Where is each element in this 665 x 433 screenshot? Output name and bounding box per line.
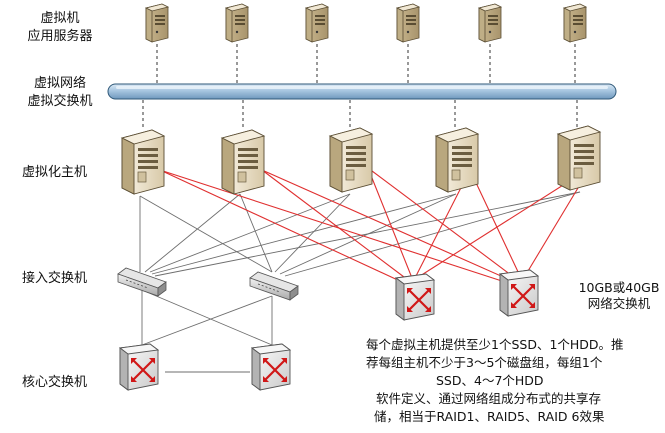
server-tower-icon	[221, 129, 265, 195]
network-switch-icon	[394, 272, 436, 322]
vm-label-line2: 应用服务器	[27, 29, 93, 44]
vm-servers	[145, 3, 587, 43]
core-router-icon	[250, 342, 292, 392]
server-tower-icon	[557, 125, 601, 191]
network-switch-label-line1: 10GB或40GB	[578, 280, 660, 295]
virtualization-hosts	[121, 125, 601, 195]
network-switch-label-line2: 网络交换机	[587, 296, 651, 311]
network-switch-label: 10GB或40GB 网络交换机	[574, 280, 664, 312]
server-tower-icon	[563, 3, 587, 43]
virtual-switch-bar	[107, 83, 617, 100]
core-router-icon	[118, 342, 160, 392]
network-switch-icon	[498, 268, 540, 318]
access-switch-label: 接入交换机	[22, 271, 88, 286]
core-switch-label: 核心交换机	[22, 375, 88, 390]
storage-note-line5: 储，相当于RAID1、RAID5、RAID 6效果	[374, 409, 605, 424]
server-tower-icon	[478, 3, 502, 43]
storage-note-line2: 荐每组主机不少于3～5个磁盘组，每组1个	[366, 355, 603, 370]
storage-note-line3: SSD、4～7个HDD	[436, 373, 544, 388]
access-switch-icon	[249, 271, 299, 301]
server-tower-icon	[145, 3, 169, 43]
virtual-links	[142, 44, 578, 130]
storage-note-line1: 每个虚拟主机提供至少1个SSD、1个HDD。推	[366, 337, 624, 352]
storage-note-line4: 软件定义、通过网络组成分布式的共享存	[376, 391, 602, 406]
storage-network-switches	[394, 268, 540, 322]
vm-label: 虚拟机 应用服务器	[20, 10, 100, 46]
host-label: 虚拟化主机	[22, 165, 88, 180]
core-switches	[118, 342, 292, 392]
vswitch-label-line2: 虚拟交换机	[27, 94, 93, 109]
server-tower-icon	[225, 3, 249, 43]
server-tower-icon	[329, 127, 373, 193]
server-tower-icon	[121, 129, 165, 195]
access-switches	[117, 267, 299, 301]
vm-label-line1: 虚拟机	[40, 11, 80, 26]
server-tower-icon	[396, 3, 420, 43]
server-tower-icon	[435, 127, 479, 193]
vswitch-label: 虚拟网络 虚拟交换机	[20, 75, 100, 111]
server-tower-icon	[305, 3, 329, 43]
vswitch-label-line1: 虚拟网络	[33, 76, 86, 91]
